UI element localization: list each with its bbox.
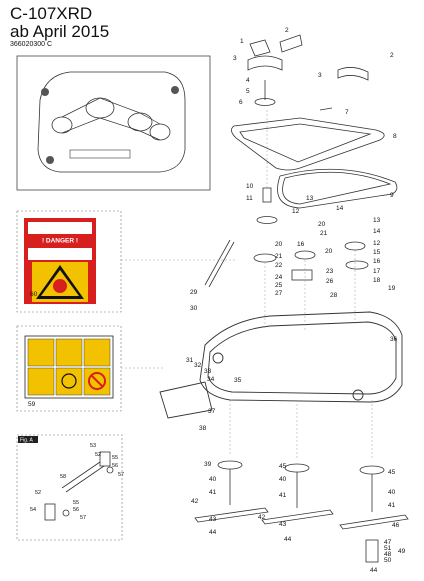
callout-56b: 56	[73, 507, 79, 513]
callout-20c: 20	[325, 248, 333, 255]
callout-43b: 43	[279, 521, 287, 528]
callout-1: 1	[240, 38, 244, 45]
callout-46: 46	[392, 522, 400, 529]
callout-52a: 52	[95, 452, 101, 458]
callout-32: 32	[194, 362, 202, 369]
callout-41a: 41	[209, 489, 217, 496]
callout-21b: 21	[275, 253, 283, 260]
callout-12a: 12	[292, 208, 300, 215]
blade-spindles	[194, 460, 409, 563]
callout-4: 4	[246, 77, 250, 84]
callout-57a: 57	[118, 472, 124, 478]
callout-21a: 21	[320, 230, 328, 237]
callout-51: 51	[384, 545, 392, 552]
callout-40b: 40	[279, 476, 287, 483]
callout-20b: 20	[275, 241, 283, 248]
callout-3a: 3	[233, 55, 237, 62]
callout-14b: 14	[373, 228, 381, 235]
callout-5: 5	[246, 88, 250, 95]
callout-27: 27	[275, 290, 283, 297]
callout-57b: 57	[80, 515, 86, 521]
callout-10: 10	[246, 183, 254, 190]
callout-34: 34	[207, 376, 215, 383]
callout-36: 36	[390, 336, 398, 343]
callout-38: 38	[199, 425, 207, 432]
fig-a-parts	[44, 451, 114, 521]
callout-55a: 55	[112, 455, 118, 461]
callout-19: 19	[388, 285, 396, 292]
deck-overview-box	[16, 55, 211, 191]
callout-13b: 13	[373, 217, 381, 224]
callout-60: 60	[30, 291, 38, 298]
callout-7: 7	[345, 109, 349, 116]
callout-44b: 44	[284, 536, 292, 543]
callout-59: 59	[28, 401, 36, 408]
callout-40c: 40	[388, 489, 396, 496]
callout-18: 18	[373, 277, 381, 284]
callout-52b: 52	[35, 490, 41, 496]
callout-44c: 44	[370, 567, 378, 574]
callout-22: 22	[275, 262, 283, 269]
callout-24: 24	[275, 274, 283, 281]
callout-15: 15	[373, 249, 381, 256]
callout-50: 50	[384, 557, 392, 564]
callout-6: 6	[239, 99, 243, 106]
callout-9: 9	[390, 192, 394, 199]
callout-48: 48	[384, 551, 392, 558]
callout-45a: 45	[279, 463, 287, 470]
callout-16b: 16	[373, 258, 381, 265]
callout-37: 37	[208, 408, 216, 415]
callout-49: 49	[398, 548, 406, 555]
callout-42a: 42	[191, 498, 199, 505]
callout-44a: 44	[209, 529, 217, 536]
callout-30: 30	[190, 305, 198, 312]
callout-31: 31	[186, 357, 194, 364]
callout-40a: 40	[209, 476, 217, 483]
part-number: 366020300 C	[10, 41, 53, 48]
callout-53: 53	[90, 443, 96, 449]
callout-41b: 41	[279, 492, 287, 499]
callout-28: 28	[330, 292, 338, 299]
callout-56a: 56	[112, 463, 118, 469]
callout-2a: 2	[285, 27, 289, 34]
callout-29: 29	[190, 289, 198, 296]
callout-8: 8	[393, 133, 397, 140]
callout-20a: 20	[318, 221, 326, 228]
warning-decal	[24, 335, 114, 399]
callout-26: 26	[326, 278, 334, 285]
callout-39: 39	[204, 461, 212, 468]
callout-3b: 3	[318, 72, 322, 79]
callout-55b: 55	[73, 500, 79, 506]
callout-33: 33	[204, 368, 212, 375]
mower-deck	[159, 311, 403, 419]
date-line: ab April 2015	[10, 22, 110, 41]
callout-41c: 41	[388, 502, 396, 509]
callout-58: 58	[60, 474, 66, 480]
callout-43a: 43	[209, 516, 217, 523]
callout-13a: 13	[306, 195, 314, 202]
pulley-cover-parts	[204, 34, 398, 288]
callout-54: 54	[30, 507, 36, 513]
fig-a-label: Fig. A	[20, 438, 33, 444]
callout-42b: 42	[258, 514, 266, 521]
callout-35: 35	[234, 377, 242, 384]
callout-12b: 12	[373, 240, 381, 247]
callout-25: 25	[275, 282, 283, 289]
callout-11: 11	[246, 195, 253, 202]
danger-banner: ! DANGER !	[42, 238, 78, 245]
callout-17: 17	[373, 268, 381, 275]
callout-45b: 45	[388, 469, 396, 476]
danger-decal: ! DANGER !	[24, 218, 96, 304]
callout-14a: 14	[336, 205, 344, 212]
model-title: C-107XRD	[10, 4, 93, 23]
callout-2b: 2	[390, 52, 394, 59]
callout-16a: 16	[297, 241, 305, 248]
callout-23: 23	[326, 268, 334, 275]
callout-47: 47	[384, 539, 392, 546]
